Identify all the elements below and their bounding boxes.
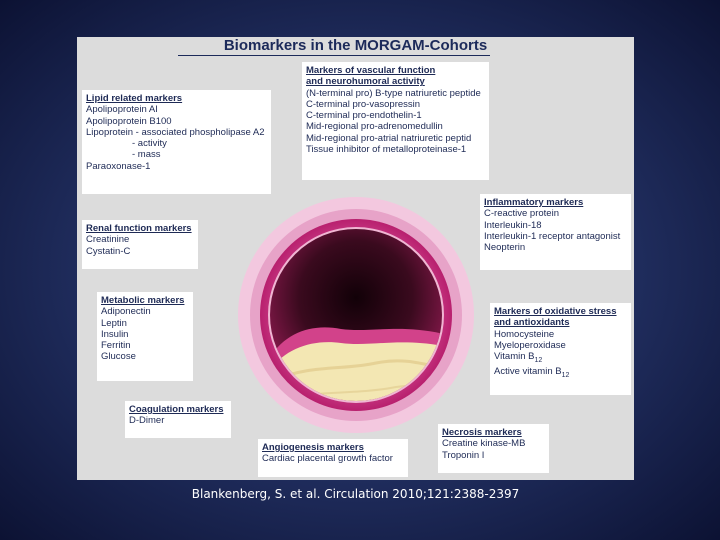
active-vitamin-subscript: 12	[561, 372, 570, 380]
metabolic-markers-heading: Metabolic markers	[101, 295, 185, 306]
inflammatory-markers-heading: Inflammatory markers	[484, 197, 584, 208]
lipid-markers-box: Lipid related markers Apolipoprotein AI …	[82, 90, 271, 194]
metabolic-item: Ferritin	[101, 340, 131, 352]
necrosis-markers-heading: Necrosis markers	[442, 427, 522, 438]
lipid-item: Apolipoprotein AI	[86, 104, 158, 116]
vitamin-subscript: 12	[534, 357, 543, 365]
angiogenesis-markers-heading: Angiogenesis markers	[262, 442, 364, 453]
fibrous-cap	[270, 327, 442, 377]
oxidative-item: Homocysteine	[494, 328, 555, 340]
necrosis-item: Creatine kinase-MB	[442, 438, 526, 450]
vascular-markers-box: Markers of vascular function and neurohu…	[302, 62, 489, 180]
inflammatory-item: Neopterin	[484, 242, 526, 254]
lipid-item: Apolipoprotein B100	[86, 115, 172, 127]
angiogenesis-markers-box: Angiogenesis markers Cardiac placental g…	[258, 439, 408, 477]
title-underline	[178, 55, 490, 56]
active-vitamin-b-label: Active vitamin B	[494, 366, 562, 378]
lipid-item: Lipoprotein - associated phospholipase A…	[86, 126, 265, 138]
angiogenesis-item: Cardiac placental growth factor	[262, 453, 393, 465]
biomarker-figure: Biomarkers in the MORGAM-Cohorts Lipid r…	[77, 37, 634, 480]
oxidative-item-active-vitamin-b12: Active vitamin B12	[494, 366, 627, 381]
vascular-item: Tissue inhibitor of metalloproteinase-1	[306, 144, 467, 156]
inflammatory-markers-box: Inflammatory markers C-reactive protein …	[480, 194, 631, 270]
vascular-markers-heading-2: and neurohumoral activity	[306, 76, 425, 88]
oxidative-markers-heading-2: and antioxidants	[494, 317, 570, 329]
vascular-markers-heading-1: Markers of vascular function	[306, 65, 436, 76]
inflammatory-item: Interleukin-18	[484, 219, 542, 231]
oxidative-markers-heading-1: Markers of oxidative stress	[494, 306, 617, 317]
vitamin-b-label: Vitamin B	[494, 351, 535, 363]
coagulation-markers-heading: Coagulation markers	[129, 404, 224, 415]
lipid-item: - activity	[132, 138, 167, 150]
oxidative-item-vitamin-b12: Vitamin B12	[494, 351, 627, 366]
figure-title: Biomarkers in the MORGAM-Cohorts	[223, 37, 488, 54]
citation-caption: Blankenberg, S. et al. Circulation 2010;…	[191, 487, 520, 501]
lipid-item: Paraoxonase-1	[86, 160, 151, 172]
lipid-markers-heading: Lipid related markers	[86, 93, 183, 104]
inflammatory-item: Interleukin-1 receptor antagonist	[484, 230, 621, 242]
renal-markers-box: Renal function markers Creatinine Cystat…	[82, 220, 198, 269]
renal-item: Cystatin-C	[86, 245, 131, 257]
renal-markers-heading: Renal function markers	[86, 223, 192, 234]
renal-item: Creatinine	[86, 234, 130, 246]
vascular-item: Mid-regional pro-atrial natriuretic pept…	[306, 132, 472, 144]
coagulation-item: D-Dimer	[129, 415, 165, 427]
vessel-cross-section-illustration	[238, 197, 474, 433]
metabolic-item: Insulin	[101, 328, 129, 340]
necrosis-item: Troponin I	[442, 449, 485, 461]
necrosis-markers-box: Necrosis markers Creatine kinase-MB Trop…	[438, 424, 549, 473]
vascular-item: C-terminal pro-endothelin-1	[306, 110, 422, 122]
lipid-item: - mass	[132, 149, 161, 161]
oxidative-markers-box: Markers of oxidative stress and antioxid…	[490, 303, 631, 395]
inflammatory-item: C-reactive protein	[484, 208, 559, 220]
metabolic-item: Adiponectin	[101, 306, 151, 318]
vascular-item: Mid-regional pro-adrenomedullin	[306, 121, 443, 133]
metabolic-item: Leptin	[101, 317, 127, 329]
vascular-item: C-terminal pro-vasopressin	[306, 98, 421, 110]
metabolic-item: Glucose	[101, 351, 136, 363]
vascular-item: (N-terminal pro) B-type natriuretic pept…	[306, 87, 481, 99]
metabolic-markers-box: Metabolic markers Adiponectin Leptin Ins…	[97, 292, 193, 381]
oxidative-item: Myeloperoxidase	[494, 339, 566, 351]
coagulation-markers-box: Coagulation markers D-Dimer	[125, 401, 231, 438]
